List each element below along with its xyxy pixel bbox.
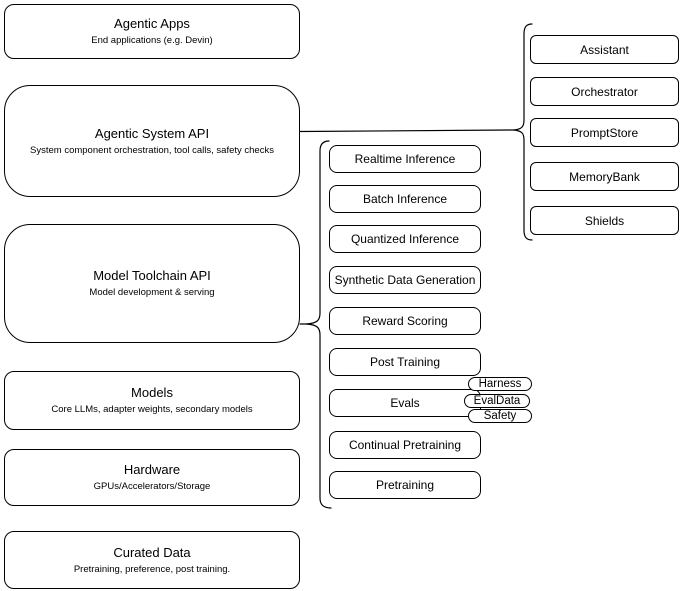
toolchain-group-brace bbox=[305, 140, 332, 509]
node-models: Models Core LLMs, adapter weights, secon… bbox=[4, 371, 300, 430]
node-subtitle: GPUs/Accelerators/Storage bbox=[93, 481, 211, 492]
node-hardware: Hardware GPUs/Accelerators/Storage bbox=[4, 449, 300, 506]
node-subtitle: Pretraining, preference, post training. bbox=[73, 563, 231, 575]
system-api-connector-line bbox=[299, 129, 514, 133]
node-post-training: Post Training bbox=[329, 348, 481, 376]
node-assistant: Assistant bbox=[530, 35, 679, 64]
node-title: Agentic Apps bbox=[114, 16, 190, 31]
tag-harness: Harness bbox=[468, 377, 532, 391]
node-model-toolchain-api: Model Toolchain API Model development & … bbox=[4, 224, 300, 343]
node-quantized-inference: Quantized Inference bbox=[329, 225, 481, 253]
node-subtitle: System component orchestration, tool cal… bbox=[30, 144, 274, 156]
node-continual-pretraining: Continual Pretraining bbox=[329, 431, 481, 459]
node-batch-inference: Batch Inference bbox=[329, 185, 481, 213]
node-title: Models bbox=[131, 385, 173, 400]
node-synthetic-data-generation: Synthetic Data Generation bbox=[329, 266, 481, 294]
node-title: Agentic System API bbox=[94, 125, 210, 141]
tag-safety: Safety bbox=[468, 409, 532, 423]
node-evals: Evals bbox=[329, 389, 481, 417]
node-shields: Shields bbox=[530, 206, 679, 235]
node-memorybank: MemoryBank bbox=[530, 162, 679, 191]
node-realtime-inference: Realtime Inference bbox=[329, 145, 481, 173]
node-title: Hardware bbox=[123, 462, 181, 477]
node-reward-scoring: Reward Scoring bbox=[329, 307, 481, 335]
node-agentic-system-api: Agentic System API System component orch… bbox=[4, 85, 300, 197]
node-subtitle: End applications (e.g. Devin) bbox=[91, 35, 213, 46]
node-agentic-apps: Agentic Apps End applications (e.g. Devi… bbox=[4, 4, 300, 59]
node-orchestrator: Orchestrator bbox=[530, 77, 679, 106]
node-curated-data: Curated Data Pretraining, preference, po… bbox=[4, 531, 300, 589]
node-subtitle: Core LLMs, adapter weights, secondary mo… bbox=[51, 404, 253, 415]
node-pretraining: Pretraining bbox=[329, 471, 481, 499]
node-subtitle: Model development & serving bbox=[89, 287, 215, 298]
node-title: Curated Data bbox=[113, 544, 191, 560]
node-title: Model Toolchain API bbox=[93, 268, 211, 283]
node-promptstore: PromptStore bbox=[530, 118, 679, 147]
tag-evaldata: EvalData bbox=[464, 394, 530, 408]
